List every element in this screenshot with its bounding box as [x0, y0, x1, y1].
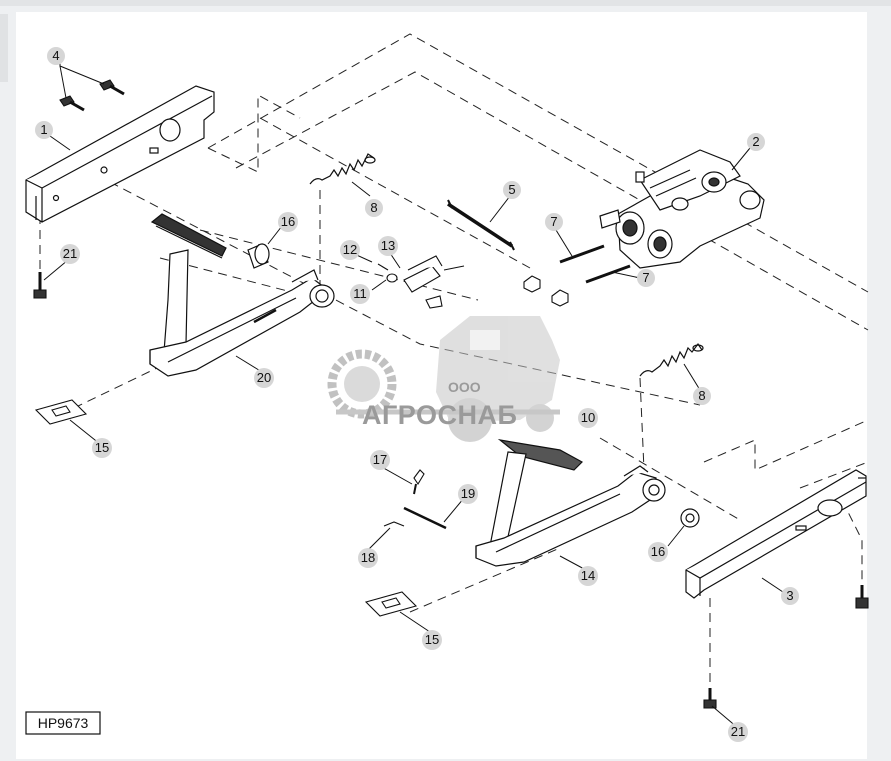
- callout-15-left: 15: [92, 438, 112, 458]
- brake-valve-assembly: [599, 149, 765, 269]
- callout-21-bottom-label: 21: [731, 724, 745, 739]
- pin-and-clip: [383, 469, 447, 530]
- callout-14-label: 14: [581, 568, 595, 583]
- valve-nuts: [523, 275, 569, 307]
- callout-4: 4: [47, 47, 65, 65]
- callout-16-top-label: 16: [281, 214, 295, 229]
- callout-18: 18: [358, 548, 378, 568]
- side-tab: [0, 14, 8, 82]
- callout-5-label: 5: [508, 182, 515, 197]
- callout-11-label: 11: [353, 286, 367, 301]
- watermark-logo: [327, 316, 560, 442]
- callout-3: 3: [781, 587, 799, 605]
- figure-id-label: HP9673: [38, 715, 89, 731]
- callout-2: 2: [747, 133, 765, 151]
- callout-8-top-label: 8: [370, 200, 377, 215]
- callout-20-label: 20: [257, 370, 271, 385]
- callout-16-top: 16: [278, 212, 298, 232]
- callout-15-right: 15: [422, 630, 442, 650]
- callout-17-label: 17: [373, 452, 387, 467]
- callout-7-upper-label: 7: [550, 214, 557, 229]
- callout-8-mid-label: 8: [698, 388, 705, 403]
- callout-11: 11: [350, 284, 370, 304]
- watermark-prefix: ООО: [448, 379, 481, 395]
- callout-16-bottom: 16: [648, 542, 668, 562]
- callout-16-bottom-label: 16: [651, 544, 665, 559]
- mounting-screws: [59, 79, 125, 112]
- callout-18-label: 18: [361, 550, 375, 565]
- lower-bolts: [33, 272, 869, 709]
- callout-15-right-label: 15: [425, 632, 439, 647]
- watermark-brand: АГРОСНАБ: [362, 400, 517, 430]
- callout-1: 1: [35, 121, 53, 139]
- callout-13: 13: [378, 236, 398, 256]
- callout-15-left-label: 15: [95, 440, 109, 455]
- left-brake-pedal: [149, 213, 335, 377]
- callout-8-mid: 8: [693, 387, 711, 405]
- figure-id: HP9673: [25, 711, 101, 735]
- callout-2-label: 2: [752, 134, 759, 149]
- callout-14: 14: [578, 566, 598, 586]
- callout-17: 17: [370, 450, 390, 470]
- pedal-bushings: [247, 243, 700, 528]
- top-strip: [0, 0, 891, 6]
- callout-19-label: 19: [461, 486, 475, 501]
- left-mounting-bracket: [25, 85, 215, 223]
- callout-21-top-label: 21: [63, 246, 77, 261]
- callout-1-label: 1: [40, 122, 47, 137]
- callout-7-upper: 7: [545, 213, 563, 231]
- callout-13-label: 13: [381, 238, 395, 253]
- right-brake-pedal: [475, 439, 666, 567]
- callout-5: 5: [503, 181, 521, 199]
- callout-3-label: 3: [786, 588, 793, 603]
- leader-lines: [43, 58, 787, 729]
- callout-21-bottom: 21: [728, 722, 748, 742]
- callout-7-lower: 7: [637, 269, 655, 287]
- callout-20: 20: [254, 368, 274, 388]
- callout-10-label: 10: [581, 410, 595, 425]
- connecting-rods: [447, 199, 631, 284]
- callout-4-label: 4: [52, 48, 59, 63]
- return-springs: [309, 153, 704, 377]
- pedal-pads: [34, 399, 418, 617]
- callout-8-top: 8: [365, 199, 383, 217]
- callout-10: 10: [578, 408, 598, 428]
- callout-19: 19: [458, 484, 478, 504]
- clevis-assembly: [377, 255, 465, 309]
- assembly-guide-lines: [39, 33, 869, 690]
- callout-12: 12: [340, 240, 360, 260]
- callout-12-label: 12: [343, 242, 357, 257]
- right-mounting-bracket: [685, 469, 867, 599]
- callout-7-lower-label: 7: [642, 270, 649, 285]
- callout-21-top: 21: [60, 244, 80, 264]
